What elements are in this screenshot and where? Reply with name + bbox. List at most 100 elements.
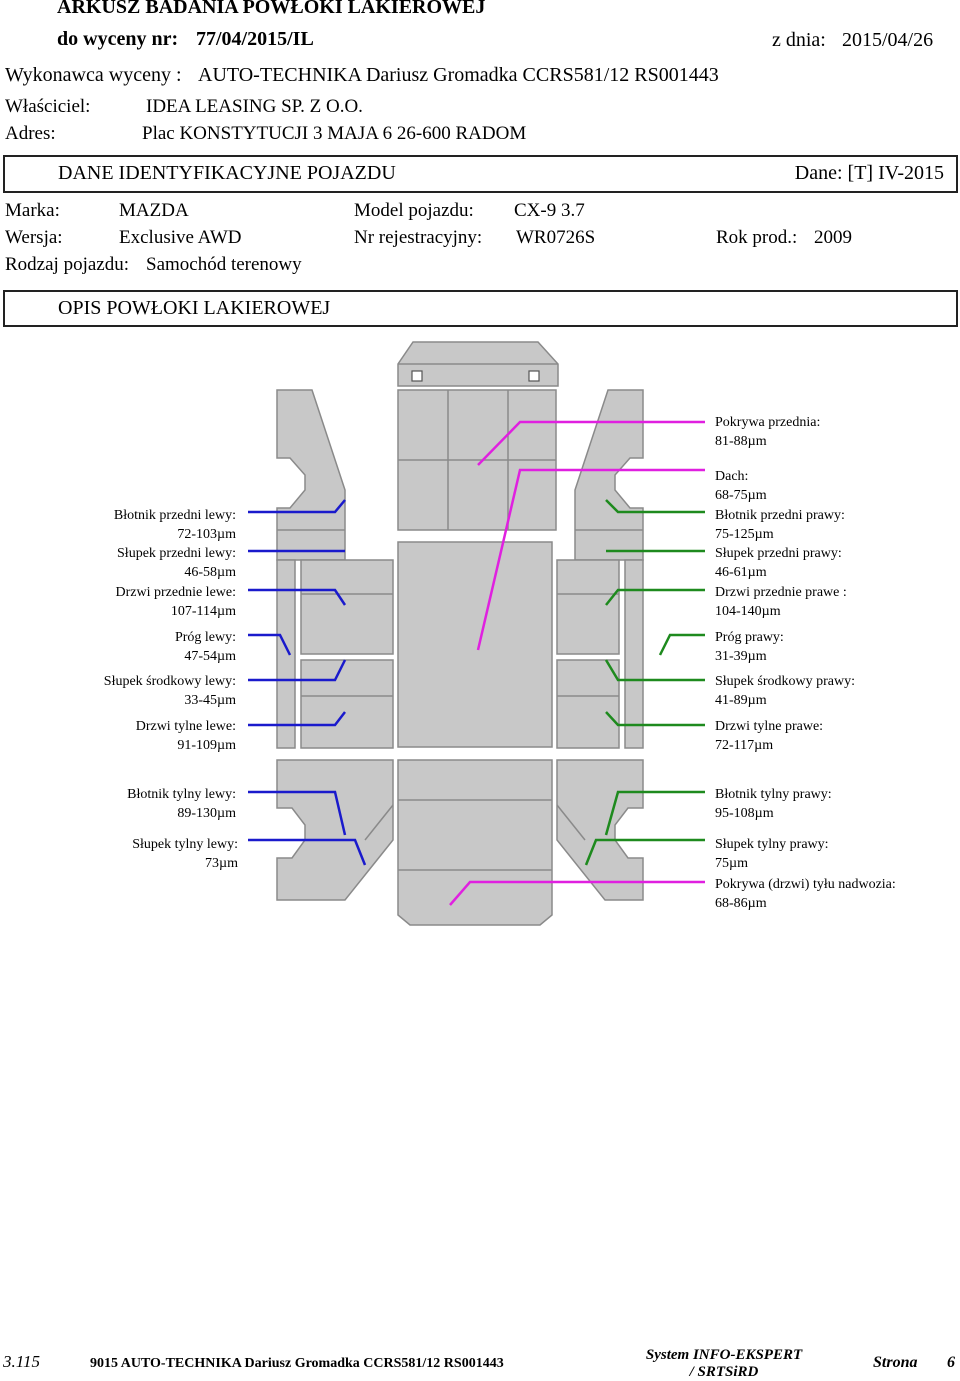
line-right-sill: [658, 633, 705, 656]
right-sill-panel: [624, 559, 644, 749]
paint-section-box: OPIS POWŁOKI LAKIEROWEJ: [3, 290, 958, 327]
measurement-name: Błotnik tylny lewy:: [127, 787, 236, 802]
vehicle-section-box: DANE IDENTYFIKACYJNE POJAZDU Dane: [T] I…: [3, 155, 958, 193]
left-rear-fender-panel: [276, 759, 394, 901]
measurement-name: Słupek przedni lewy:: [117, 546, 236, 561]
valuation-number: 77/04/2015/IL: [196, 28, 314, 50]
measurement-right-sill: Próg prawy: 31-39µm: [715, 628, 784, 666]
hood-marker-right: [528, 370, 540, 382]
measurement-right-rear-door: Drzwi tylne prawe: 72-117µm: [715, 717, 823, 755]
measurement-right-rear-fender: Błotnik tylny prawy: 95-108µm: [715, 785, 832, 823]
contractor-label: Wykonawca wyceny :: [5, 64, 182, 86]
measurement-right-middle-pillar: Słupek środkowy prawy: 41-89µm: [715, 672, 855, 710]
measurement-left-front-pillar: Słupek przedni lewy: 46-58µm: [117, 544, 236, 582]
measurement-name: Pokrywa (drzwi) tyłu nadwozia:: [715, 877, 896, 892]
line-left-sill: [248, 633, 292, 656]
measurement-value: 33-45µm: [184, 693, 236, 708]
line-right-rear-door: [605, 711, 705, 727]
line-roof: [476, 468, 705, 651]
measurement-left-rear-door: Drzwi tylne lewe: 91-109µm: [136, 717, 236, 755]
left-sill-panel: [276, 559, 296, 749]
registration: WR0726S: [516, 227, 596, 248]
line-right-rear-fender: [604, 790, 705, 836]
measurement-name: Błotnik przedni prawy:: [715, 508, 845, 523]
measurement-name: Próg lewy:: [174, 630, 236, 645]
address: Plac KONSTYTUCJI 3 MAJA 6 26-600 RADOM: [142, 123, 527, 144]
footer-version: 3.115: [3, 1352, 40, 1371]
data-version: Dane: [T] IV-2015: [794, 162, 944, 184]
left-front-fender-panel: [276, 389, 346, 561]
footer-system-line2: / SRTSiRD: [689, 1364, 759, 1380]
measurement-value: 107-114µm: [170, 604, 236, 619]
measurement-value: 89-130µm: [177, 806, 236, 821]
measurement-roof: Dach: 68-75µm: [715, 467, 767, 505]
contractor: AUTO-TECHNIKA Dariusz Gromadka CCRS581/1…: [198, 64, 719, 86]
line-right-middle-pillar: [604, 659, 705, 682]
model: CX-9 3.7: [514, 200, 585, 221]
measurement-left-rear-fender: Błotnik tylny lewy: 89-130µm: [127, 785, 236, 823]
valuation-date: 2015/04/26: [842, 29, 934, 51]
measurement-value: 73µm: [205, 856, 238, 871]
footer-system-line1: System INFO-EKSPERT: [645, 1347, 803, 1363]
measurement-value: 104-140µm: [715, 604, 781, 619]
measurement-right-front-door: Drzwi przednie prawe : 104-140µm: [715, 583, 847, 621]
line-left-rear-fender: [248, 790, 347, 836]
make-label: Marka:: [5, 200, 60, 221]
vehicle-section-title: DANE IDENTYFIKACYJNE POJAZDU: [58, 162, 396, 184]
version: Exclusive AWD: [119, 227, 242, 248]
right-rear-door-panel: [556, 659, 620, 749]
line-hood: [477, 420, 705, 466]
measurement-hood: Pokrywa przednia: 81-88µm: [715, 413, 820, 451]
measurement-value: 46-61µm: [715, 565, 767, 580]
paint-section-title: OPIS POWŁOKI LAKIEROWEJ: [58, 297, 331, 319]
measurement-name: Próg prawy:: [715, 630, 784, 645]
measurement-name: Błotnik przedni lewy:: [113, 508, 236, 523]
line-right-rear-pillar: [584, 838, 705, 866]
measurement-value: 68-75µm: [715, 488, 767, 503]
measurement-name: Drzwi tylne lewe:: [135, 719, 236, 734]
line-left-front-fender: [248, 499, 346, 514]
tailgate-panel: [397, 759, 553, 926]
owner-label: Właściciel:: [5, 96, 91, 117]
measurement-name: Błotnik tylny prawy:: [715, 787, 832, 802]
measurement-value: 41-89µm: [715, 693, 767, 708]
footer-page-label: Strona: [873, 1354, 918, 1371]
measurement-right-rear-pillar: Słupek tylny prawy: 75µm: [715, 835, 829, 873]
owner: IDEA LEASING SP. Z O.O.: [146, 96, 363, 117]
car-body-diagram: [248, 341, 705, 926]
measurement-name: Słupek przedni prawy:: [715, 546, 842, 561]
date-label: z dnia:: [772, 29, 826, 51]
make: MAZDA: [119, 200, 189, 221]
measurement-value: 72-103µm: [177, 527, 236, 542]
line-left-front-door: [248, 588, 347, 606]
measurement-value: 47-54µm: [184, 649, 236, 664]
vehicle-type-label: Rodzaj pojazdu:: [5, 254, 129, 275]
right-front-door-panel: [556, 559, 620, 655]
measurement-tailgate: Pokrywa (drzwi) tyłu nadwozia: 68-86µm: [715, 875, 896, 913]
measurement-left-rear-pillar: Słupek tylny lewy: 73µm: [132, 835, 238, 873]
measurement-name: Słupek środkowy prawy:: [715, 674, 855, 689]
measurement-right-front-pillar: Słupek przedni prawy: 46-61µm: [715, 544, 842, 582]
valuation-label: do wyceny nr:: [57, 28, 179, 50]
measurement-left-sill: Próg lewy: 47-54µm: [175, 628, 236, 666]
vehicle-type: Samochód terenowy: [146, 254, 302, 275]
measurement-value: 81-88µm: [715, 434, 767, 449]
measurement-name: Pokrywa przednia:: [715, 415, 821, 430]
footer-company: 9015 AUTO-TECHNIKA Dariusz Gromadka CCRS…: [90, 1356, 504, 1371]
version-label: Wersja:: [5, 227, 63, 248]
line-left-rear-pillar: [248, 838, 367, 866]
year-label: Rok prod.:: [716, 227, 798, 248]
line-left-rear-door: [248, 711, 346, 727]
address-label: Adres:: [5, 123, 56, 144]
measurement-name: Drzwi przednie lewe:: [115, 585, 237, 600]
measurement-value: 75µm: [715, 856, 748, 871]
measurement-name: Drzwi tylne prawe:: [715, 719, 824, 734]
measurement-name: Dach:: [715, 469, 749, 484]
registration-label: Nr rejestracyjny:: [354, 227, 483, 248]
line-left-middle-pillar: [248, 659, 347, 682]
measurement-name: Słupek tylny prawy:: [715, 837, 829, 852]
measurement-right-front-fender: Błotnik przedni prawy: 75-125µm: [715, 506, 845, 544]
measurement-left-front-door: Drzwi przednie lewe: 107-114µm: [116, 583, 237, 621]
roof-panel: [397, 541, 553, 748]
measurement-value: 68-86µm: [715, 896, 767, 911]
